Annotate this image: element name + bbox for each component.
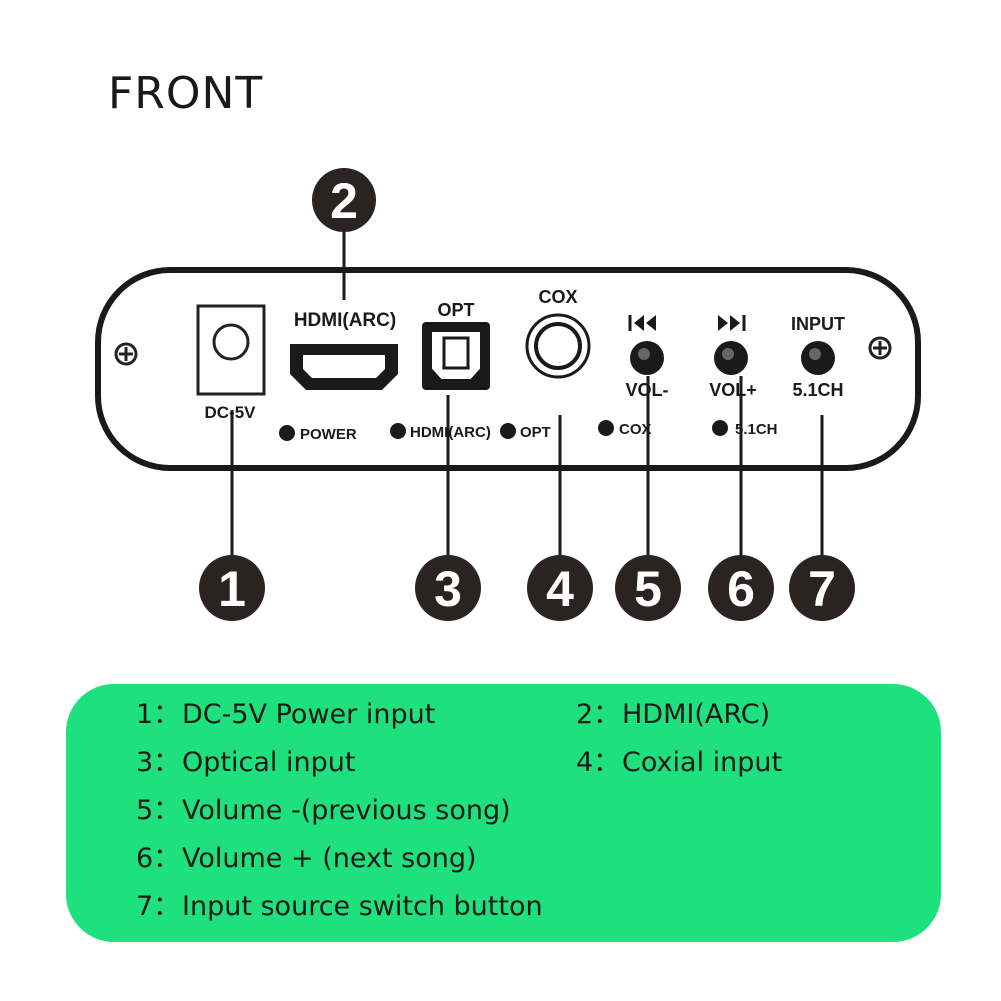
marker-3: 3 — [415, 555, 481, 621]
svg-text:1: 1 — [218, 561, 246, 617]
opt-label: OPT — [437, 300, 474, 320]
screw-icon — [114, 342, 138, 366]
svg-text:4: 4 — [546, 561, 574, 617]
hdmi-led-label: HDMI(ARC) — [410, 424, 491, 441]
dc-label: DC-5V — [204, 403, 256, 422]
legend-text: HDMI(ARC) — [622, 699, 771, 730]
legend-item-2: 2：HDMI(ARC) — [576, 692, 770, 731]
opt-led-label: OPT — [520, 424, 551, 441]
cox-label: COX — [538, 287, 577, 307]
legend-text: DC-5V Power input — [182, 699, 436, 730]
ch51-led — [712, 420, 728, 436]
legend-text: Volume + (next song) — [182, 843, 477, 874]
legend-number: 7： — [136, 891, 181, 922]
ch51-led-label: 5.1CH — [735, 421, 778, 438]
next-track-icon — [718, 315, 746, 331]
vol-plus-label: VOL+ — [709, 380, 757, 400]
svg-text:3: 3 — [434, 561, 462, 617]
svg-text:7: 7 — [808, 561, 836, 617]
power-led — [279, 425, 295, 441]
legend-item-6: 6：Volume + (next song) — [136, 836, 477, 875]
ch51-label: 5.1CH — [792, 380, 843, 400]
device-panel — [95, 267, 921, 471]
legend-text: Volume -(previous song) — [182, 795, 511, 826]
legend-text: Optical input — [182, 747, 356, 778]
opt-led — [500, 423, 516, 439]
cox-led — [598, 420, 614, 436]
legend-text: Coxial input — [622, 747, 783, 778]
marker-6: 6 — [708, 555, 774, 621]
legend-number: 6： — [136, 843, 181, 874]
marker-4: 4 — [527, 555, 593, 621]
legend-item-7: 7：Input source switch button — [136, 884, 543, 923]
marker-5: 5 — [615, 555, 681, 621]
device-front-panel-diagram: DC-5V HDMI(ARC) OPT COX VOL- VOL+ INPUT … — [95, 168, 921, 621]
svg-text:5: 5 — [634, 561, 662, 617]
screw-icon — [868, 336, 892, 360]
svg-text:6: 6 — [727, 561, 755, 617]
legend-item-1: 1：DC-5V Power input — [136, 692, 435, 731]
legend-number: 5： — [136, 795, 181, 826]
svg-text:2: 2 — [330, 173, 358, 229]
marker-7: 7 — [789, 555, 855, 621]
power-led-label: POWER — [300, 426, 357, 443]
legend-number: 1： — [136, 699, 181, 730]
marker-2: 2 — [312, 168, 376, 232]
dc-jack-hole — [212, 323, 250, 361]
legend-text: Input source switch button — [182, 891, 543, 922]
cox-led-label: COX — [619, 421, 652, 438]
legend-number: 4： — [576, 747, 621, 778]
legend-number: 2： — [576, 699, 621, 730]
hdmi-led — [390, 423, 406, 439]
hdmi-label: HDMI(ARC) — [294, 310, 396, 331]
legend-item-5: 5：Volume -(previous song) — [136, 788, 511, 827]
legend-panel: 1：DC-5V Power input 2：HDMI(ARC) 3：Optica… — [66, 684, 941, 942]
previous-track-icon — [628, 315, 656, 331]
page-title: FRONT — [108, 68, 264, 119]
marker-1: 1 — [199, 555, 265, 621]
legend-item-3: 3：Optical input — [136, 740, 355, 779]
legend-number: 3： — [136, 747, 181, 778]
input-label: INPUT — [791, 314, 845, 334]
legend-item-4: 4：Coxial input — [576, 740, 782, 779]
